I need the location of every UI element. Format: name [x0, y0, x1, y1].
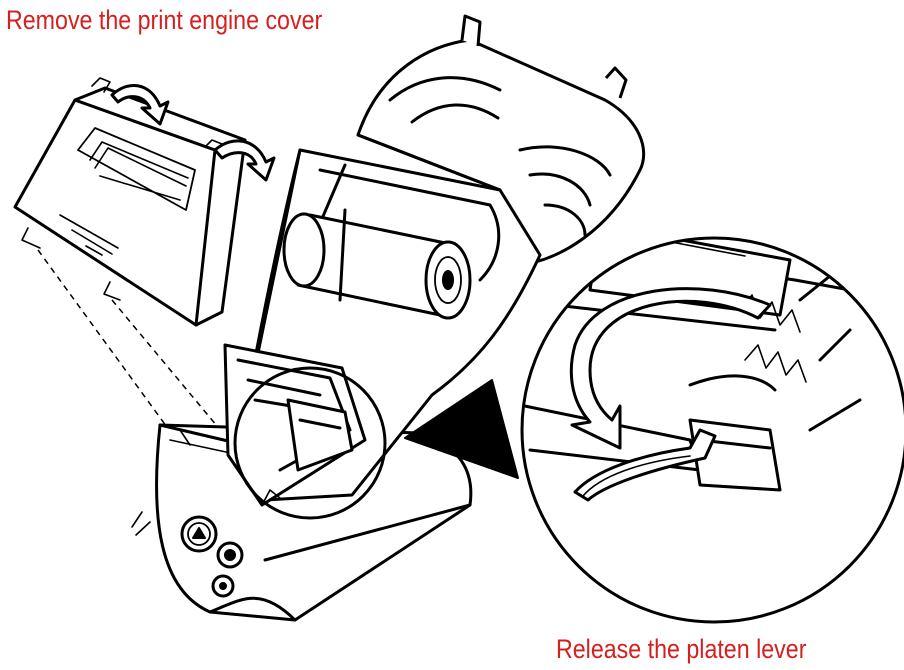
- print-engine: [223, 343, 367, 507]
- eject-button-icon: [180, 515, 218, 553]
- power-button-icon: [216, 541, 244, 569]
- platen-lever-detail: [520, 236, 904, 624]
- print-engine-cover: [13, 77, 247, 327]
- step-caption-release-lever: Release the platen lever: [556, 634, 807, 664]
- detail-focus-circle: [233, 366, 387, 520]
- step-caption-remove-cover: Remove the print engine cover: [6, 5, 323, 35]
- guide-line: [37, 249, 181, 446]
- label-roll: [282, 208, 472, 320]
- curved-arrow-icon: [569, 287, 772, 450]
- detail-connector: [404, 379, 519, 479]
- printer-lid: [356, 14, 646, 267]
- led-indicator: [211, 574, 235, 598]
- curved-arrow-icon: [110, 84, 276, 182]
